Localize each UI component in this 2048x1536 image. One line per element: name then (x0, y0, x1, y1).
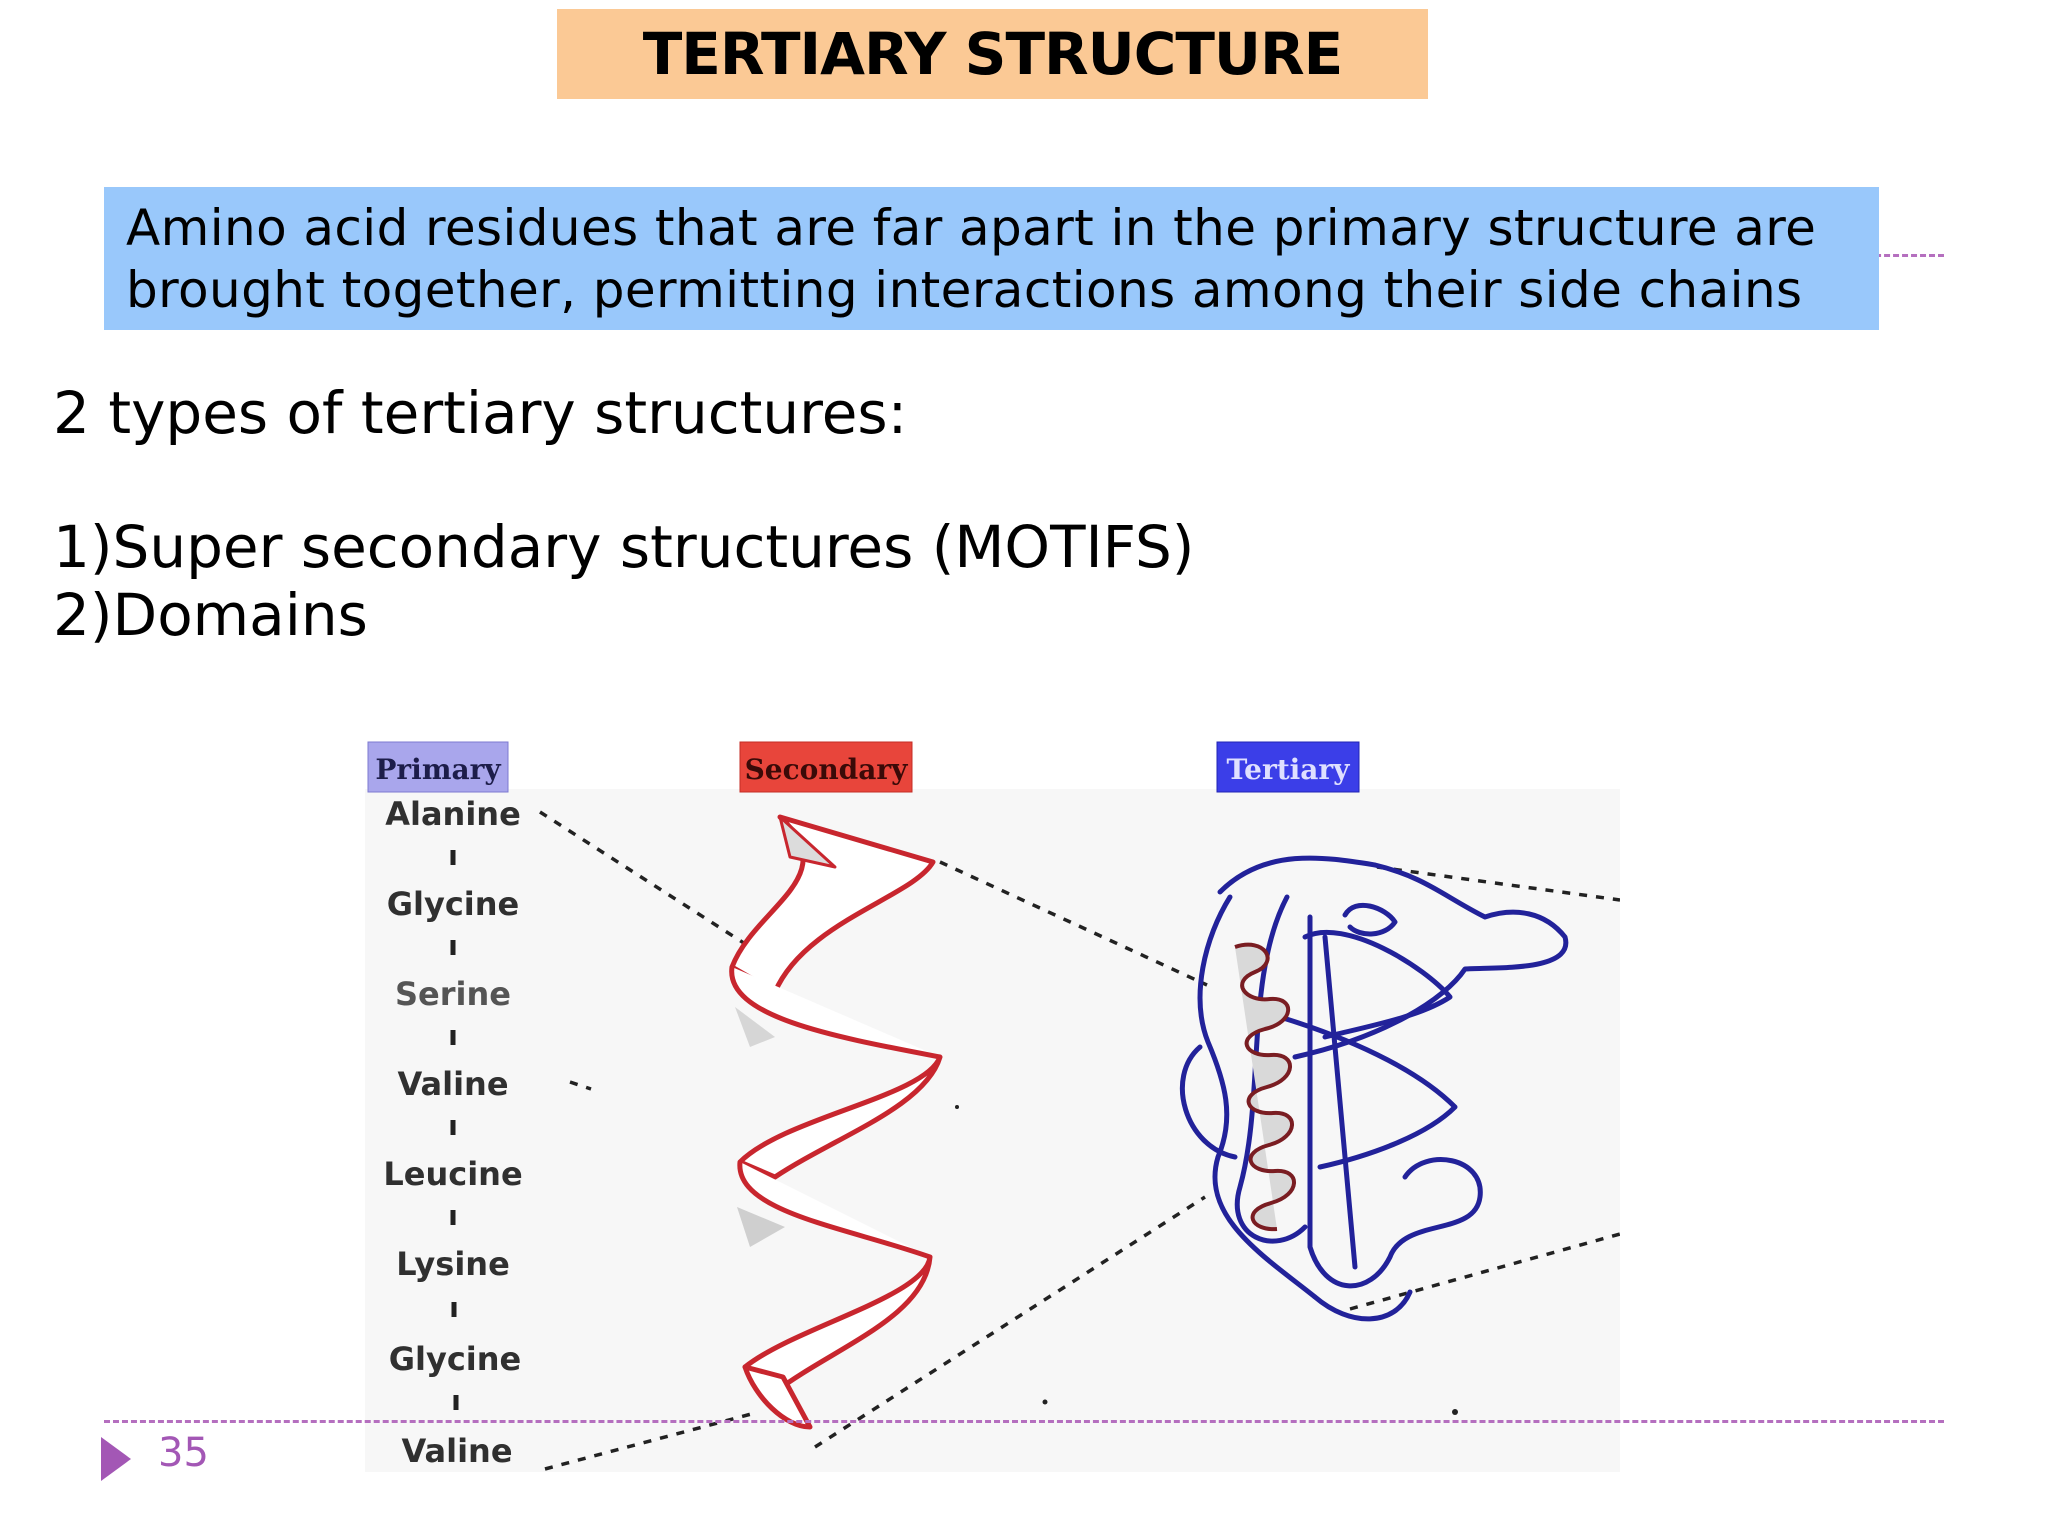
amino-acid-2: Glycine (387, 885, 520, 923)
types-list: 1)Super secondary structures (MOTIFS) 2)… (53, 513, 1194, 649)
amino-acid-1: Alanine (385, 795, 521, 833)
secondary-label-box (739, 741, 913, 793)
tertiary-label-box (1216, 741, 1360, 793)
type-item-domains: 2)Domains (53, 581, 368, 649)
primary-label-box (367, 741, 509, 793)
alpha-helix-ribbon (729, 814, 943, 1430)
peptide-bonds (450, 850, 459, 1410)
amino-acid-5: Leucine (383, 1155, 522, 1193)
slide-title: TERTIARY STRUCTURE (642, 20, 1344, 88)
tertiary-inner-helix (1234, 942, 1296, 1232)
amino-acid-6: Lysine (396, 1245, 510, 1283)
amino-acid-7: Glycine (389, 1340, 522, 1378)
connector-lines (539, 810, 1620, 1471)
types-heading: 2 types of tertiary structures: (53, 379, 908, 447)
tertiary-label: Tertiary (1227, 753, 1351, 786)
bottom-divider (104, 1420, 1944, 1423)
protein-structure-figure: Primary Secondary Tertiary Alanine Glyci… (365, 741, 1620, 1472)
title-banner: TERTIARY STRUCTURE (557, 9, 1428, 99)
figure-specks (955, 1105, 1458, 1415)
secondary-label: Secondary (745, 753, 909, 786)
definition-box: Amino acid residues that are far apart i… (104, 187, 1879, 330)
primary-label: Primary (375, 753, 501, 786)
amino-acid-4: Valine (397, 1065, 508, 1103)
page-number: 35 (158, 1430, 209, 1476)
tertiary-fold (1179, 855, 1569, 1322)
slide-marker-icon (101, 1437, 131, 1481)
definition-line-1: Amino acid residues that are far apart i… (126, 199, 1817, 257)
figure-background (365, 789, 1620, 1472)
amino-acid-3: Serine (395, 975, 511, 1013)
type-item-motifs: 1)Super secondary structures (MOTIFS) (53, 513, 1195, 581)
amino-acid-8: Valine (401, 1432, 512, 1470)
definition-line-2: brought together, permitting interaction… (126, 261, 1803, 319)
